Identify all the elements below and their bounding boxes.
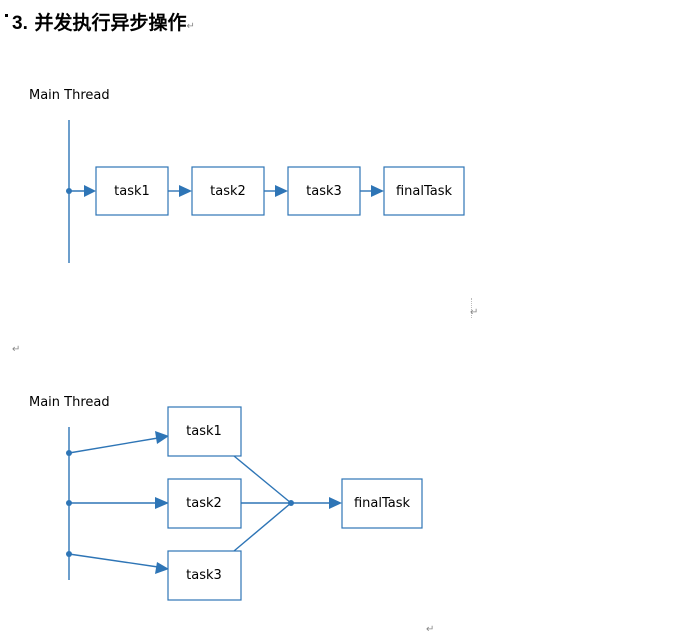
- text-cursor-line: [471, 298, 472, 318]
- heading-paragraph-mark: ↵: [186, 21, 195, 32]
- heading-number: 3.: [12, 13, 28, 34]
- connector-arrow: [275, 185, 288, 197]
- final-task-box: [341, 478, 423, 529]
- task-label: task2: [186, 496, 222, 511]
- heading-bullet: [5, 14, 8, 17]
- dispatch-arrow: [155, 562, 169, 574]
- concurrent-diagram: Main Thread task1 task2 task3 finalTask: [29, 395, 423, 601]
- dispatch-arrow: [155, 431, 169, 444]
- paragraph-mark-2: ↵: [12, 344, 21, 355]
- task-box: [167, 478, 242, 529]
- paragraph-mark-3: ↵: [426, 624, 435, 635]
- sequential-diagram: Main Thread task1 task2 task3 finalTask: [29, 88, 465, 263]
- task-label: task3: [186, 568, 222, 583]
- section-heading: 3. 并发执行异步操作↵: [12, 8, 195, 35]
- main-thread-label: Main Thread: [29, 88, 110, 103]
- task-box: [191, 166, 265, 216]
- dispatch-line: [68, 553, 159, 568]
- dispatch-arrow: [155, 497, 169, 509]
- paragraph-mark-1: ↵: [470, 307, 479, 318]
- final-task-box: [383, 166, 465, 216]
- main-thread-label: Main Thread: [29, 395, 110, 410]
- join-line: [233, 502, 292, 552]
- final-task-label: finalTask: [396, 184, 453, 199]
- task-box: [167, 406, 242, 457]
- final-task-label: finalTask: [354, 496, 411, 511]
- dispatch-line: [68, 437, 159, 454]
- connector-arrow: [329, 497, 342, 509]
- task-label: task2: [210, 184, 246, 199]
- task-label: task1: [114, 184, 150, 199]
- connector-arrow: [179, 185, 192, 197]
- task-label: task3: [306, 184, 342, 199]
- connector-arrow: [84, 185, 96, 197]
- connector-arrow: [371, 185, 384, 197]
- task-box: [167, 550, 242, 601]
- join-line: [233, 455, 292, 504]
- heading-text: 并发执行异步操作: [34, 12, 187, 34]
- task-label: task1: [186, 424, 222, 439]
